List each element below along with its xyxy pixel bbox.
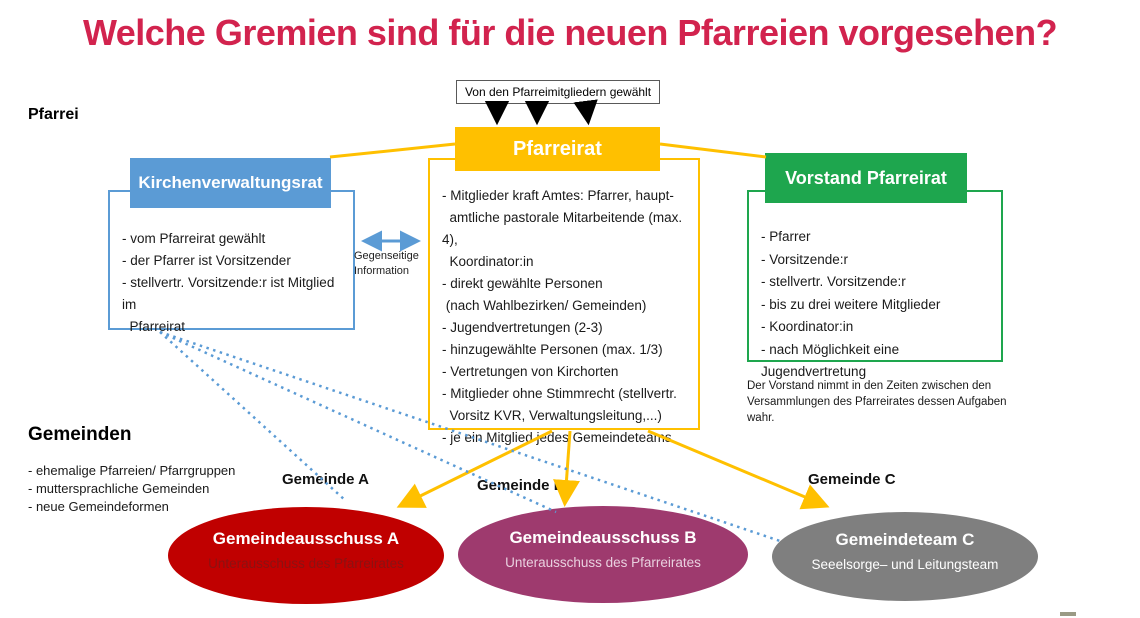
pfarreirat-item: - hinzugewählte Personen (max. 1/3) xyxy=(442,342,663,357)
ellipse-subtitle: Seeelsorge– und Leitungsteam xyxy=(811,556,999,572)
vorstand-item: - nach Möglichkeit eine Jugendvertretung xyxy=(761,341,903,380)
ellipse-title: Gemeindeausschuss A xyxy=(212,528,400,548)
ellipse-title: Gemeindeteam C xyxy=(835,529,975,549)
pfarreirat-header: Pfarreirat xyxy=(455,127,660,171)
vorstand-item: - Pfarrer xyxy=(761,229,811,244)
vorstand-footnote: Der Vorstand nimmt in den Zeiten zwische… xyxy=(747,380,1007,424)
pfarreirat-item: - je ein Mitglied jedes Gemeindeteams xyxy=(442,430,672,445)
kvr-item: - vom Pfarreirat gewählt xyxy=(122,231,266,246)
pfarreirat-item: - Mitglieder kraft Amtes: Pfarrer, haupt… xyxy=(442,188,683,269)
pfarreirat-item: - Jugendvertretungen (2-3) xyxy=(442,320,603,335)
page-title: Welche Gremien sind für die neuen Pfarre… xyxy=(82,12,1058,53)
vorstand-item: - stellvertr. Vorsitzende:r xyxy=(761,274,906,289)
connector-pfarreirat-vorstand xyxy=(659,142,767,159)
ellipse-title: Gemeindeausschuss B xyxy=(509,527,697,547)
pfarreirat-box: - Mitglieder kraft Amtes: Pfarrer, haupt… xyxy=(428,158,700,445)
election-note-text: Von den Pfarreimitgliedern gewählt xyxy=(464,85,652,99)
vorstand-item: - Vorsitzende:r xyxy=(761,251,849,267)
ellipse-subtitle: Unterausschuss des Pfarreirates xyxy=(208,555,404,571)
gemeindeteam-c-ellipse: Gemeindeteam C Seeelsorge– und Leitungst… xyxy=(772,512,1038,601)
election-note-box: Von den Pfarreimitgliedern gewählt xyxy=(456,80,660,104)
vorstand-pfarreirat-header: Vorstand Pfarreirat xyxy=(765,153,967,203)
page-corner-mark xyxy=(1060,612,1076,616)
gemeindeausschuss-a-ellipse: Gemeindeausschuss A Unterausschuss des P… xyxy=(168,507,444,604)
kirchenverwaltungsrat-box: - vom Pfarreirat gewählt - der Pfarrer i… xyxy=(108,190,355,334)
gemeinde-a-label: Gemeinde A xyxy=(282,471,369,488)
gemeinde-b-label: Gemeinde B xyxy=(477,477,565,494)
pfarreirat-item: - Vertretungen von Kirchorten xyxy=(442,364,619,379)
section-label-gemeinden: Gemeinden xyxy=(28,424,132,445)
mutual-information-label: Gegenseitige Information xyxy=(354,250,419,277)
pfarreirat-item: - Mitglieder ohne Stimmrecht (stellvertr… xyxy=(442,386,677,423)
connector-pfarreirat-kvr xyxy=(329,142,456,159)
election-arrow xyxy=(573,99,598,126)
gemeinden-type-item: - neue Gemeindeformen xyxy=(28,499,169,514)
kvr-item: - stellvertr. Vorsitzende:r ist Mitglied… xyxy=(122,275,335,334)
vorstand-item: - Koordinator:in xyxy=(761,319,854,334)
kvr-item: - der Pfarrer ist Vorsitzender xyxy=(122,253,291,268)
vorstand-pfarreirat-box: - Pfarrer - Vorsitzende:r - stellvertr. … xyxy=(747,190,1003,379)
section-label-pfarrei: Pfarrei xyxy=(28,106,79,123)
gemeinden-type-item: - muttersprachliche Gemeinden xyxy=(28,481,210,496)
ellipse-subtitle: Unterausschuss des Pfarreirates xyxy=(505,554,701,570)
kirchenverwaltungsrat-header: Kirchenverwaltungsrat xyxy=(130,158,331,208)
gemeinde-c-label: Gemeinde C xyxy=(808,471,896,488)
gemeinden-type-item: - ehemalige Pfarreien/ Pfarrgruppen xyxy=(28,463,236,478)
gemeinden-type-list: - ehemalige Pfarreien/ Pfarrgruppen - mu… xyxy=(28,462,235,516)
vorstand-item: - bis zu drei weitere Mitglieder xyxy=(761,296,941,312)
pfarreirat-item: - direkt gewählte Personen (nach Wahlbez… xyxy=(442,276,647,313)
gemeindeausschuss-b-ellipse: Gemeindeausschuss B Unterausschuss des P… xyxy=(458,506,748,603)
